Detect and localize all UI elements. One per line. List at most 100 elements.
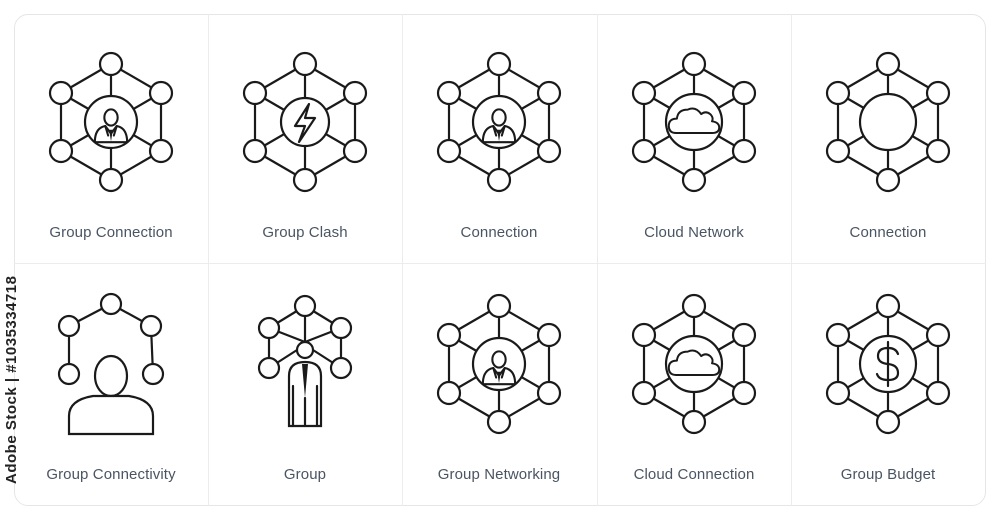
icon-label: Connection [460,224,538,241]
connection-person-icon [436,51,562,193]
group-connectivity-icon [57,292,165,436]
group-networking-icon [436,293,562,435]
network-node [257,356,281,380]
network-node [875,409,901,435]
network-node [98,167,124,193]
network-node [536,380,562,406]
icon-label: Group Clash [262,224,348,241]
group-connection-icon [48,51,174,193]
group-clash-icon [242,51,368,193]
network-node [292,51,318,77]
network-node [57,314,81,338]
icon-tile: Connection [402,22,596,262]
network-node [486,293,512,319]
network-node [293,294,317,318]
icon-tile: Group Clash [208,22,402,262]
network-node [681,409,707,435]
icon-tile: Group [208,264,402,504]
businessman-icon [287,340,323,428]
network-node [436,80,462,106]
icon-label: Group [283,466,327,483]
network-node [536,138,562,164]
row-divider [14,263,986,264]
icon-tile: Group Connection [14,22,208,262]
icon-label: Group Budget [840,466,936,483]
network-node [99,292,123,316]
connection-icon [825,51,951,193]
center-node [279,96,331,148]
network-node [57,362,81,386]
icon-label: Group Connectivity [46,466,176,483]
network-node [925,380,951,406]
column-divider [208,14,209,506]
icon-tile: Cloud Network [597,22,791,262]
icon-label: Group Connection [49,224,173,241]
network-node [242,138,268,164]
network-node [48,138,74,164]
person-icon [481,350,517,386]
icon-tile: Group Connectivity [14,264,208,504]
network-node [342,138,368,164]
network-node [141,362,165,386]
person-icon [481,108,517,144]
network-node [825,380,851,406]
network-node [148,80,174,106]
network-node [875,51,901,77]
icon-label: Cloud Network [644,224,744,241]
person-icon [93,108,129,144]
network-node [681,167,707,193]
icon-sheet [14,14,986,506]
center-node [471,336,527,392]
network-node [631,80,657,106]
cloud-icon [667,107,721,134]
network-node [48,80,74,106]
network-node [292,167,318,193]
column-divider [402,14,403,506]
center-node [664,334,724,394]
network-node [825,322,851,348]
icon-tile: Group Budget [791,264,985,504]
network-node [875,167,901,193]
icon-label: Cloud Connection [633,466,755,483]
network-node [486,167,512,193]
icon-label: Connection [849,224,927,241]
network-node [875,293,901,319]
center-node [83,94,139,150]
center-node [471,94,527,150]
column-divider [791,14,792,506]
lightning-icon [293,102,317,144]
network-node [148,138,174,164]
person-icon [67,354,155,436]
center-node [858,92,918,152]
cloud-network-icon [631,51,757,193]
network-node [731,138,757,164]
network-node [329,316,353,340]
network-node [436,138,462,164]
network-node [257,316,281,340]
cloud-connection-icon [631,293,757,435]
network-node [486,51,512,77]
center-node [664,92,724,152]
cloud-icon [667,349,721,376]
network-node [486,409,512,435]
network-node [139,314,163,338]
network-node [436,322,462,348]
network-node [925,322,951,348]
icon-tile: Group Networking [402,264,596,504]
group-icon [257,294,353,428]
column-divider [597,14,598,506]
network-node [925,80,951,106]
network-node [631,380,657,406]
network-node [242,80,268,106]
network-node [98,51,124,77]
network-node [731,80,757,106]
network-node [329,356,353,380]
network-node [681,51,707,77]
network-node [631,322,657,348]
network-node [925,138,951,164]
network-node [681,293,707,319]
network-node [825,138,851,164]
dollar-icon [875,340,900,388]
network-node [731,380,757,406]
icon-label: Group Networking [437,466,561,483]
